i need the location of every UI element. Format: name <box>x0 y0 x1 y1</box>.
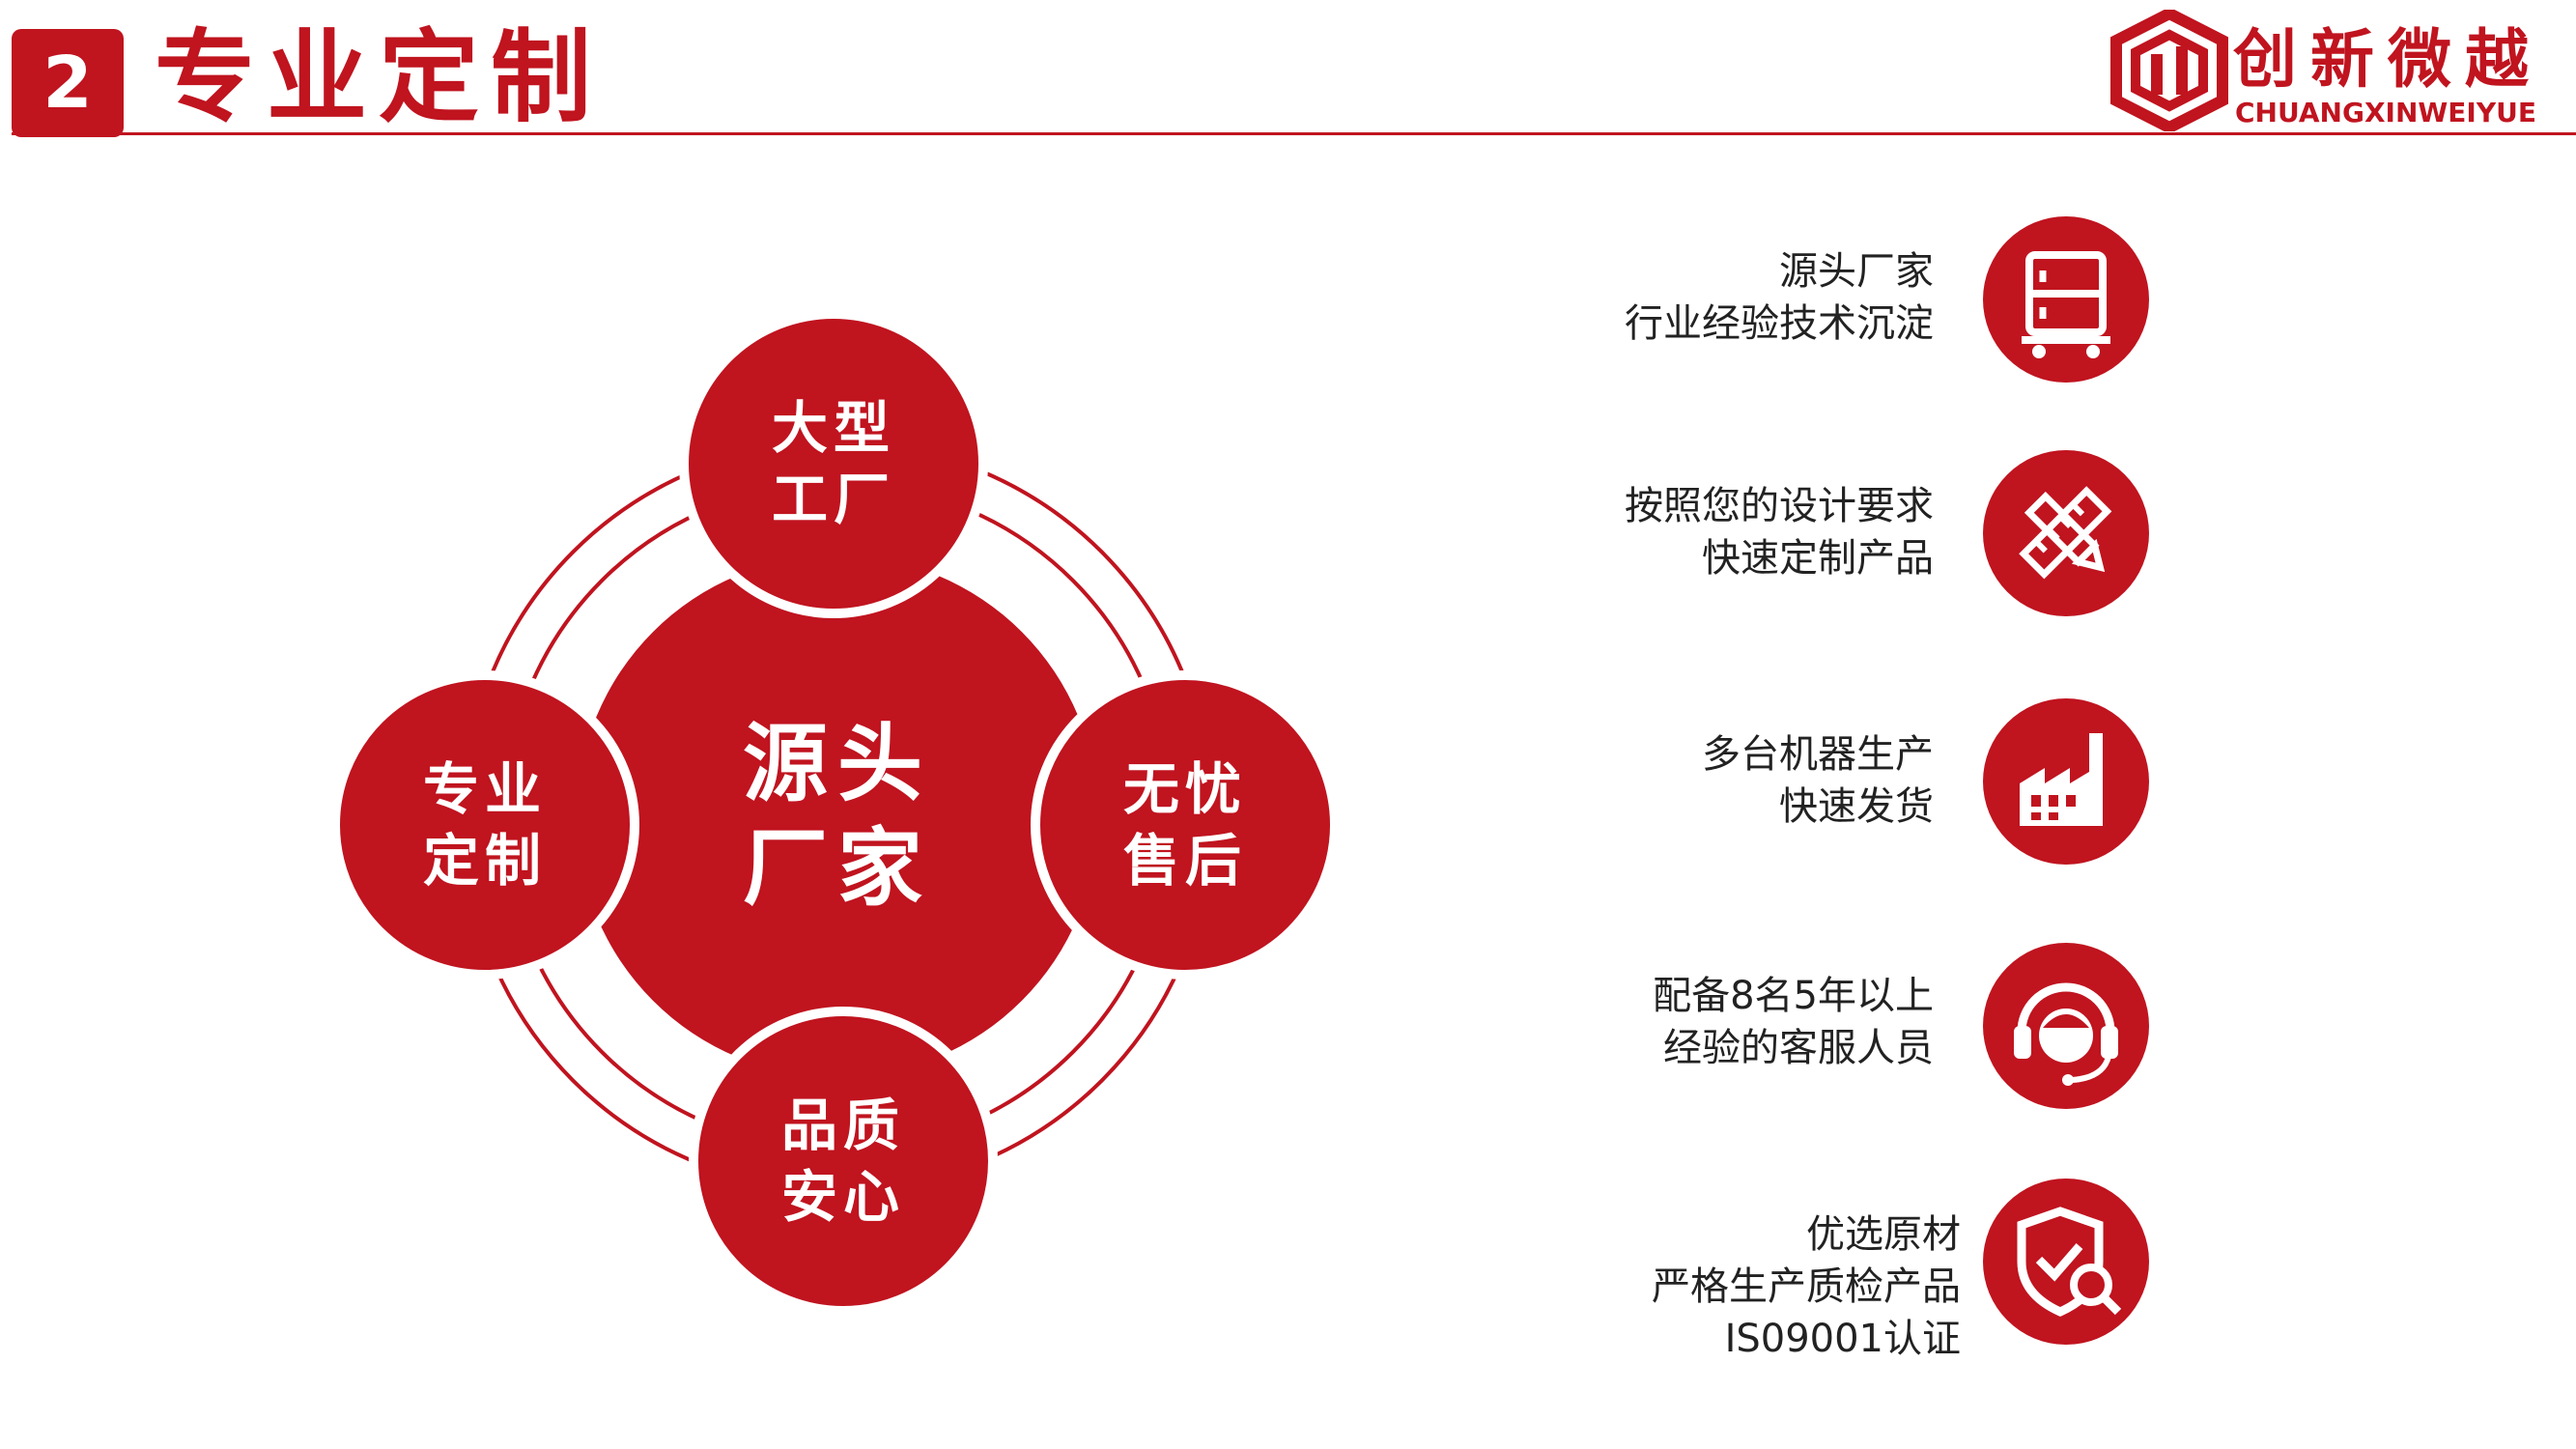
satellite-left-line-2: 定制 <box>422 828 547 894</box>
satellite-top-line-2: 工厂 <box>771 467 895 532</box>
logo-chinese-name: 创新微越 <box>2233 22 2542 97</box>
satellite-right-line-1: 无忧 <box>1122 756 1247 822</box>
satellite-circle-left: 专业 定制 <box>330 670 639 980</box>
satellite-top-line-1: 大型 <box>771 395 895 461</box>
feature-line: 多台机器生产 <box>1702 732 1934 777</box>
satellite-left-line-1: 专业 <box>422 756 547 822</box>
feature-line: 配备8名5年以上 <box>1653 974 1934 1018</box>
center-circle: 源头 厂家 <box>577 555 1098 1077</box>
feature-text-custom-design: 按照您的设计要求 快速定制产品 <box>1625 480 1934 584</box>
headset-agent-icon <box>1983 943 2149 1109</box>
shield-logo-icon <box>2109 7 2230 134</box>
feature-text-service-staff: 配备8名5年以上 经验的客服人员 <box>1653 970 1934 1074</box>
feature-text-quality: 优选原材 严格生产质检产品 IS09001认证 <box>1652 1208 1961 1365</box>
satellite-circle-right: 无忧 售后 <box>1031 670 1340 980</box>
feature-line: IS09001认证 <box>1724 1317 1961 1361</box>
feature-line: 按照您的设计要求 <box>1625 484 1934 528</box>
feature-line: 快速发货 <box>1779 784 1934 829</box>
header-divider <box>12 132 2576 135</box>
feature-line: 行业经验技术沉淀 <box>1625 301 1934 346</box>
satellite-bottom-line-2: 安心 <box>780 1164 905 1230</box>
satellite-bottom-line-1: 品质 <box>780 1093 905 1158</box>
feature-line: 经验的客服人员 <box>1663 1026 1934 1070</box>
section-number-badge: 2 <box>12 29 124 137</box>
center-label-line-2: 厂家 <box>742 818 932 918</box>
satellite-circle-bottom: 品质 安心 <box>689 1007 998 1316</box>
pencil-ruler-icon <box>1983 450 2149 616</box>
feature-line: 严格生产质检产品 <box>1652 1264 1961 1309</box>
feature-line: 快速定制产品 <box>1702 536 1934 581</box>
feature-line: 源头厂家 <box>1779 249 1934 294</box>
logo-english-name: CHUANGXINWEIYUE <box>2235 97 2536 128</box>
feature-line: 优选原材 <box>1806 1212 1961 1257</box>
feature-text-source-factory: 源头厂家 行业经验技术沉淀 <box>1625 245 1934 350</box>
feature-text-machines: 多台机器生产 快速发货 <box>1702 728 1934 833</box>
center-label-line-1: 源头 <box>742 714 932 813</box>
cabinet-cart-icon <box>1983 216 2149 383</box>
page-title: 专业定制 <box>155 18 604 136</box>
shield-check-search-icon <box>1983 1179 2149 1345</box>
satellite-circle-top: 大型 工厂 <box>679 309 988 618</box>
factory-icon <box>1983 698 2149 865</box>
satellite-right-line-2: 售后 <box>1122 828 1247 894</box>
